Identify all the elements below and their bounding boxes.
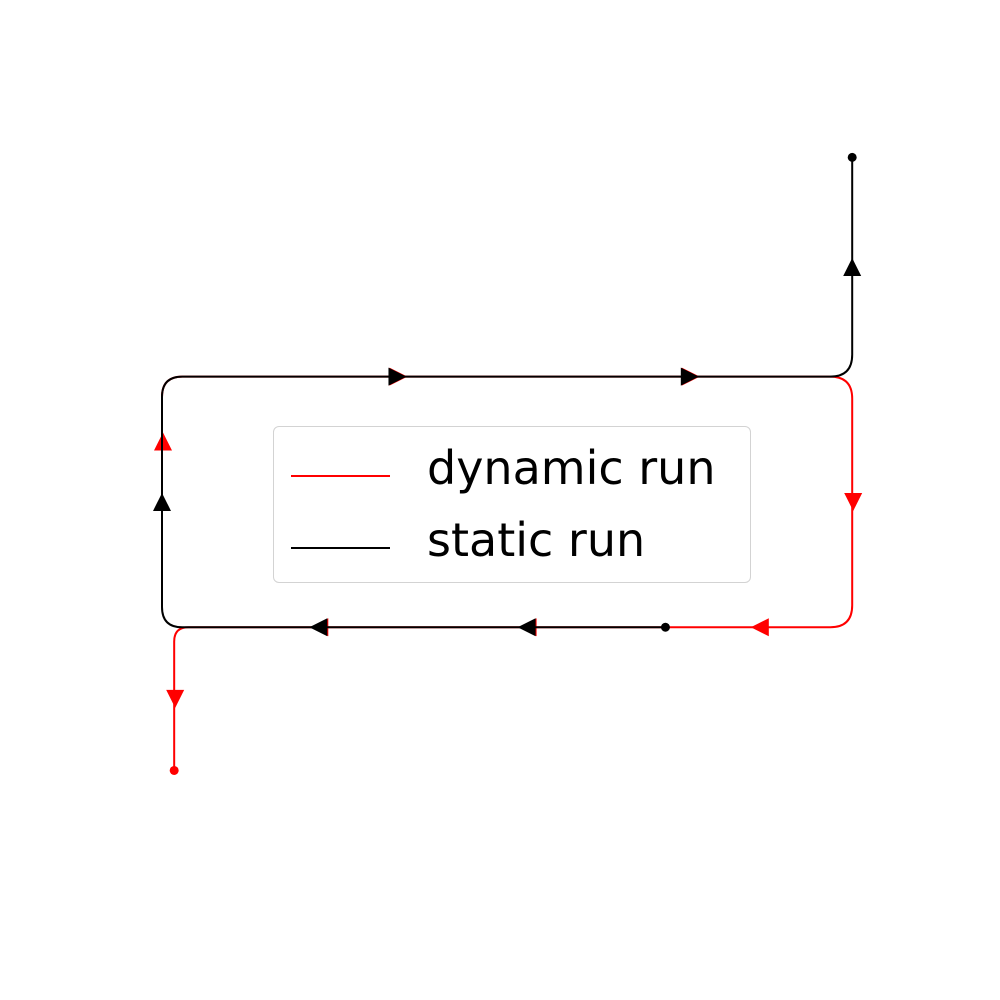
end-point-dynamic-run	[169, 765, 179, 775]
legend-entry-dynamic: dynamic run	[274, 437, 750, 497]
legend: dynamic run static run	[273, 426, 751, 583]
direction-arrow-dynamic-run	[844, 492, 863, 511]
series-line-static-run	[161, 157, 854, 629]
direction-arrow-static-run	[843, 258, 862, 277]
direction-arrow-dynamic-run	[166, 689, 185, 708]
legend-label-static: static run	[427, 513, 646, 567]
direction-arrow-static-run	[517, 618, 536, 637]
start-point-static-run	[660, 622, 670, 632]
end-point-static-run	[847, 152, 857, 162]
legend-line-static	[291, 547, 390, 549]
legend-label-dynamic: dynamic run	[427, 441, 716, 495]
direction-arrow-static-run	[309, 618, 328, 637]
direction-arrow-static-run	[680, 367, 699, 386]
legend-line-dynamic	[291, 475, 390, 477]
direction-arrow-static-run	[153, 492, 171, 511]
legend-entry-static: static run	[274, 509, 750, 569]
direction-arrow-dynamic-run	[750, 618, 769, 637]
series-layer	[153, 152, 863, 775]
direction-arrow-static-run	[388, 367, 407, 386]
